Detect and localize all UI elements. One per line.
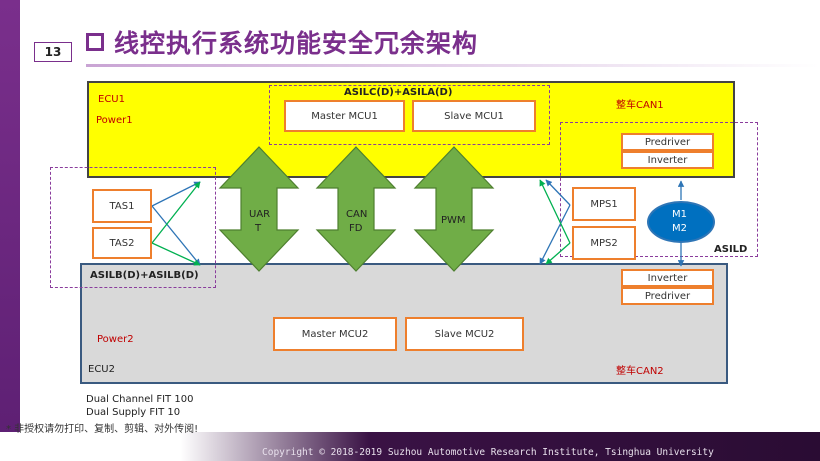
asil-tas-label: ASILB(D)+ASILB(D)	[90, 270, 199, 281]
mps1-to-ecu1-line	[545, 179, 571, 206]
motor-ellipse	[647, 201, 715, 243]
master-mcu1: Master MCU1	[284, 100, 405, 132]
motor-label-m1: M1	[672, 209, 687, 220]
canfd-double-arrow	[315, 146, 397, 272]
asil-mcu1-label: ASILC(D)+ASILA(D)	[344, 87, 453, 98]
disclaimer-text: * 非授权请勿打印、复制、剪辑、对外传阅!	[6, 424, 199, 435]
tas2-sensor: TAS2	[92, 227, 152, 259]
mps1-to-ecu2-line	[539, 204, 571, 265]
inverter-top: Inverter	[621, 151, 714, 169]
title-underline	[86, 64, 820, 67]
mps2-sensor: MPS2	[572, 226, 636, 260]
master-mcu2: Master MCU2	[273, 317, 397, 351]
asil-tas-group	[50, 167, 216, 288]
pwm-double-arrow	[413, 146, 495, 272]
uart-label-line2: T	[255, 223, 262, 234]
asil-mcu1-group	[269, 85, 550, 145]
tas1-to-ecu1-line	[151, 181, 201, 207]
predriver-bottom: Predriver	[621, 287, 714, 305]
inverter-bottom: Inverter	[621, 269, 714, 287]
canfd-label-line2: FD	[349, 223, 363, 234]
tas2-to-ecu2-line	[151, 242, 201, 266]
motor-label-m2: M2	[672, 223, 687, 234]
ecu1-label: ECU1	[98, 94, 125, 105]
mps2-to-ecu2-line	[545, 242, 571, 265]
title-row: 线控执行系统功能安全冗余架构	[86, 22, 478, 62]
asild-motor-group	[560, 122, 758, 257]
tas2-to-ecu1-line	[151, 181, 201, 244]
power1-label: Power1	[96, 115, 133, 126]
tas1-to-ecu2-line	[151, 205, 201, 266]
mps1-sensor: MPS1	[572, 187, 636, 221]
tas1-sensor: TAS1	[92, 189, 152, 223]
copyright-text: Copyright © 2018-2019 Suzhou Automotive …	[262, 447, 714, 458]
ecu2-block	[80, 263, 728, 384]
slave-mcu2: Slave MCU2	[405, 317, 524, 351]
footer-bar	[0, 432, 820, 461]
ecu2-label: ECU2	[88, 364, 115, 375]
predriver-top: Predriver	[621, 133, 714, 151]
can1-label: 整车CAN1	[616, 100, 664, 111]
can2-label: 整车CAN2	[616, 366, 664, 377]
mps2-to-ecu1-line	[539, 179, 571, 244]
fit-note-supply: Dual Supply FIT 10	[86, 407, 181, 418]
title-bullet-icon	[86, 33, 104, 51]
pwm-label: PWM	[441, 215, 466, 226]
canfd-label-line1: CAN	[346, 209, 368, 220]
page-number: 13	[34, 42, 72, 62]
uart-label-line1: UAR	[249, 209, 271, 220]
uart-double-arrow	[218, 146, 300, 272]
fit-note-channel: Dual Channel FIT 100	[86, 394, 194, 405]
power2-label: Power2	[97, 334, 134, 345]
asild-label: ASILD	[714, 244, 748, 255]
left-accent-bar	[0, 0, 20, 461]
slave-mcu1: Slave MCU1	[412, 100, 536, 132]
page-title: 线控执行系统功能安全冗余架构	[114, 29, 479, 58]
